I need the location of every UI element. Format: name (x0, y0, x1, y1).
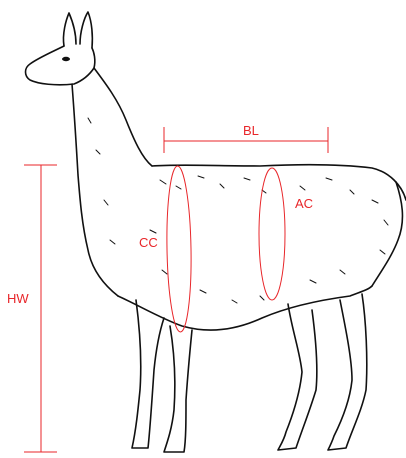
llama-head (26, 46, 95, 85)
cc-label: CC (139, 236, 158, 249)
llama-hind-leg-2 (328, 294, 367, 450)
llama-fleece-hatching (88, 118, 388, 303)
llama-front-leg-1 (132, 300, 164, 448)
cc-circumference-ellipse (166, 166, 193, 332)
llama-front-leg-2 (164, 326, 192, 452)
llama-neck-back (94, 68, 152, 166)
ac-label: AC (295, 197, 313, 210)
llama-rump (372, 182, 402, 286)
llama-ear-right (80, 12, 92, 48)
llama-hind-leg-1 (278, 304, 317, 450)
llama-neck-front (72, 84, 118, 296)
bl-label: BL (243, 124, 259, 137)
llama-belly (118, 286, 372, 330)
llama-back (152, 165, 406, 200)
hw-label: HW (7, 292, 29, 305)
ac-circumference-ellipse (259, 168, 285, 300)
llama-eye (62, 57, 70, 61)
llama-ear-left (63, 13, 76, 46)
